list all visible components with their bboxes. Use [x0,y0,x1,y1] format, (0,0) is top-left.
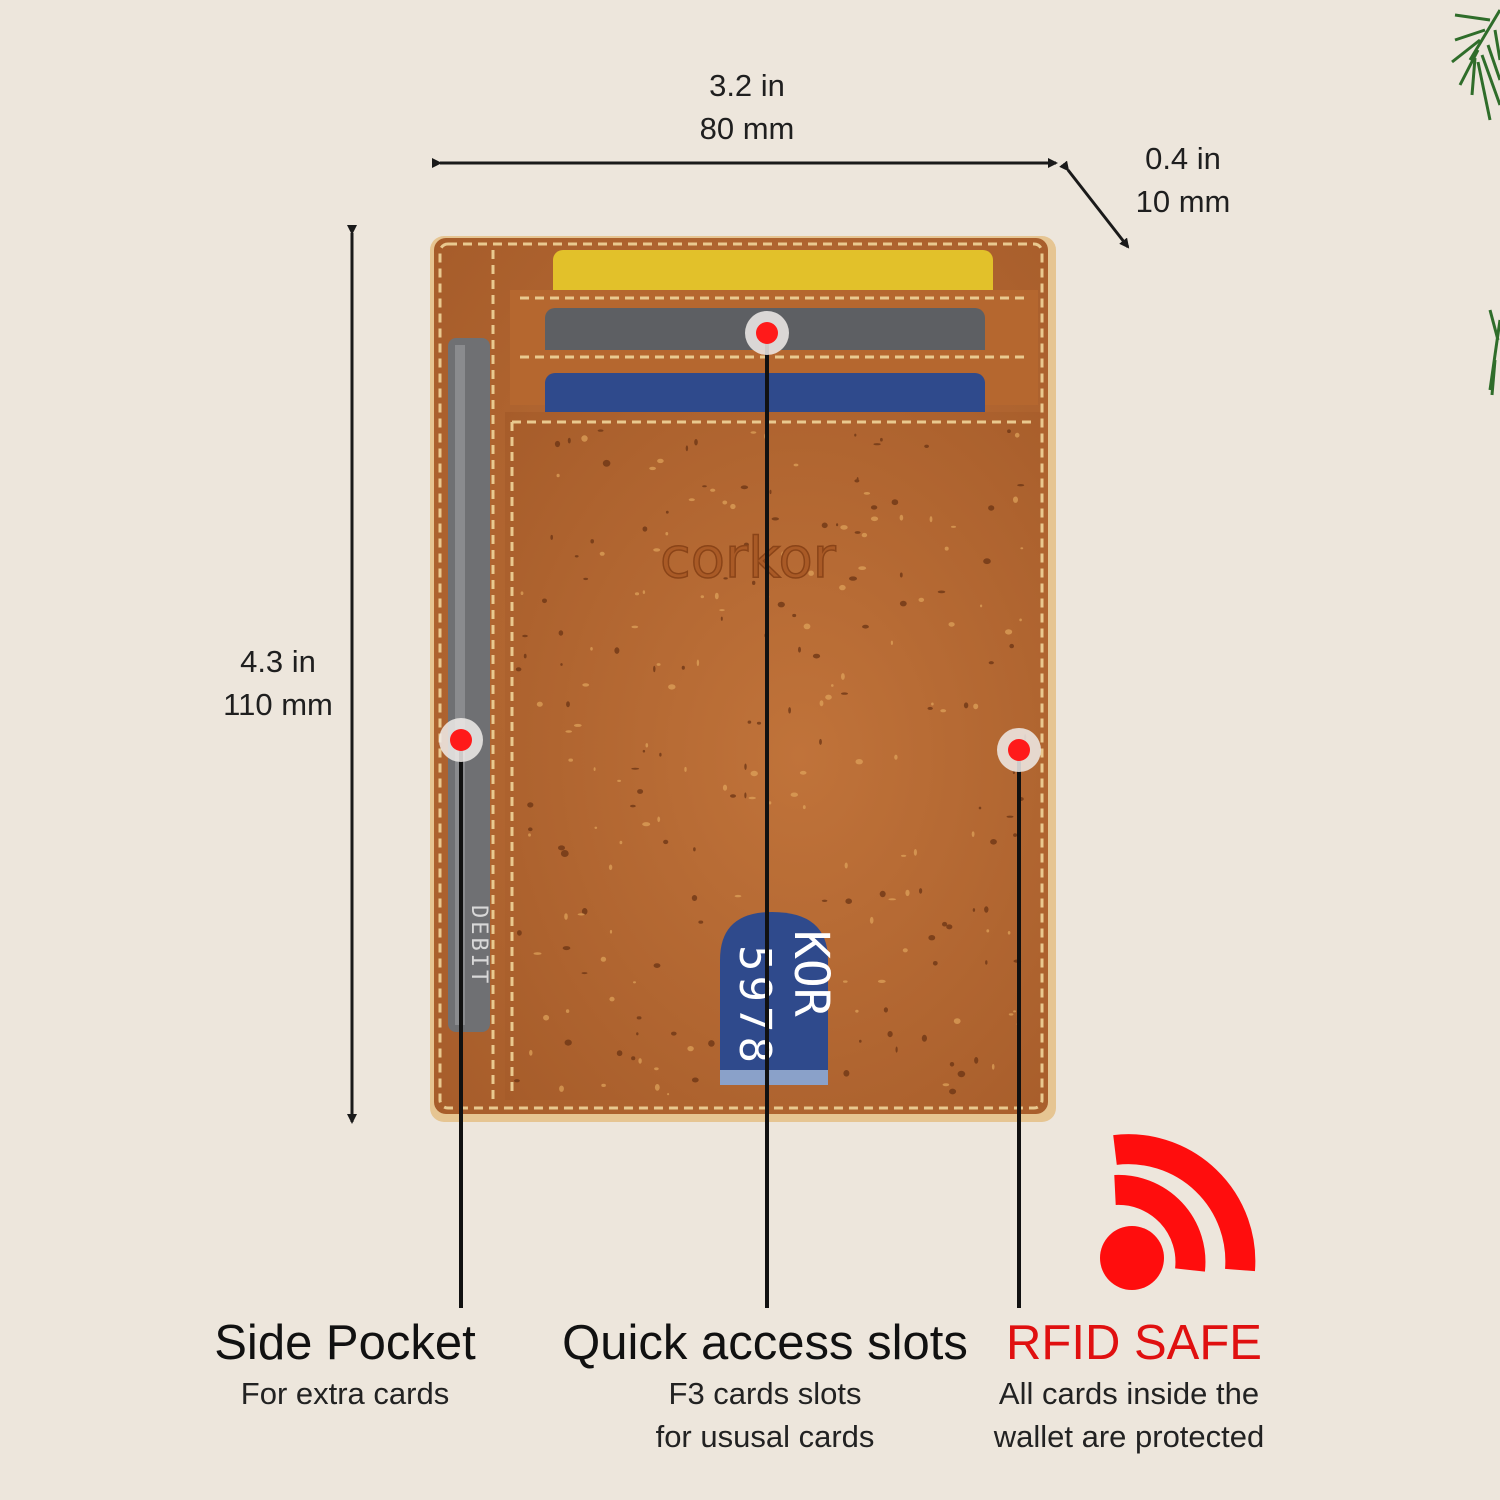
front-pocket [505,412,1040,1100]
wifi-signal-icon [1100,1134,1256,1290]
pine-branch-icon [1451,9,1500,396]
window-card-number: 5978 [729,945,780,1067]
rfid-subtitle: All cards inside the wallet are protecte… [993,1376,1265,1454]
rfid-marker [997,728,1041,772]
depth-arrow [1059,160,1130,249]
side-pocket-marker [439,718,483,762]
cork-texture [514,429,1027,1095]
height-mm: 110 mm [223,687,333,722]
thumb-window [720,912,828,1085]
depth-mm: 10 mm [1135,184,1231,219]
rfid-title: RFID SAFE [1006,1316,1262,1370]
side-pocket-subtitle: For extra cards [240,1376,450,1411]
width-label: 3.2 in 80 mm [647,64,847,150]
width-inches: 3.2 in [709,68,785,103]
quick-access-title: Quick access slots [562,1316,968,1370]
outer-stitching [438,242,1044,1110]
side-card-text: DEBIT [466,905,491,986]
cork-texture-light [520,431,1024,1096]
window-card-brand: KOR [783,930,839,1017]
depth-label: 0.4 in 10 mm [1083,137,1283,223]
depth-inches: 0.4 in [1145,141,1221,176]
width-mm: 80 mm [699,111,795,146]
height-inches: 4.3 in [240,644,316,679]
height-label: 4.3 in 110 mm [178,640,378,726]
side-pocket-title: Side Pocket [214,1316,476,1370]
quick-access-subtitle: F3 cards slots for ususal cards [655,1376,875,1454]
embossed-logo: corkor [660,526,837,591]
quick-access-marker [745,311,789,355]
wallet: DEBIT KOR 5978 corkor [430,236,1056,1122]
